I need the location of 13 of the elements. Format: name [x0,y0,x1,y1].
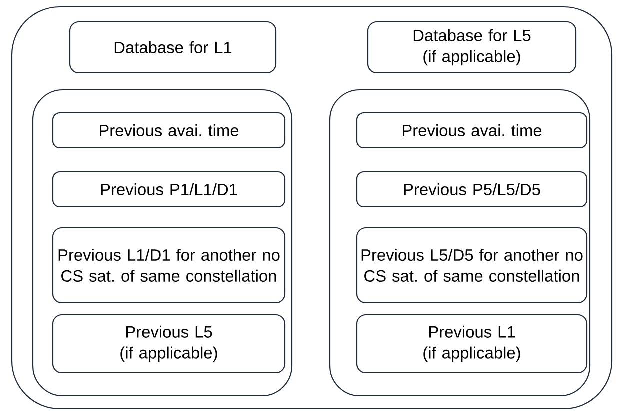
text-box: Previous avai. time [356,112,588,149]
text-box: Previous L5 (if applicable) [52,314,286,374]
rounded-panel [32,89,293,397]
text-box: Previous L1 (if applicable) [356,314,588,374]
text-box: Previous avai. time [52,112,286,149]
text-box: Previous P5/L5/D5 [356,171,588,208]
rounded-panel [329,89,591,397]
rounded-panel [11,6,613,410]
text-box: Database for L1 [69,21,277,74]
text-box: Database for L5 (if applicable) [367,21,577,74]
text-box: Previous L1/D1 for another no CS sat. of same constellation [52,227,286,304]
text-box: Previous L5/D5 for another no CS sat. of same constellation [356,227,588,304]
text-box: Previous P1/L1/D1 [52,171,286,208]
